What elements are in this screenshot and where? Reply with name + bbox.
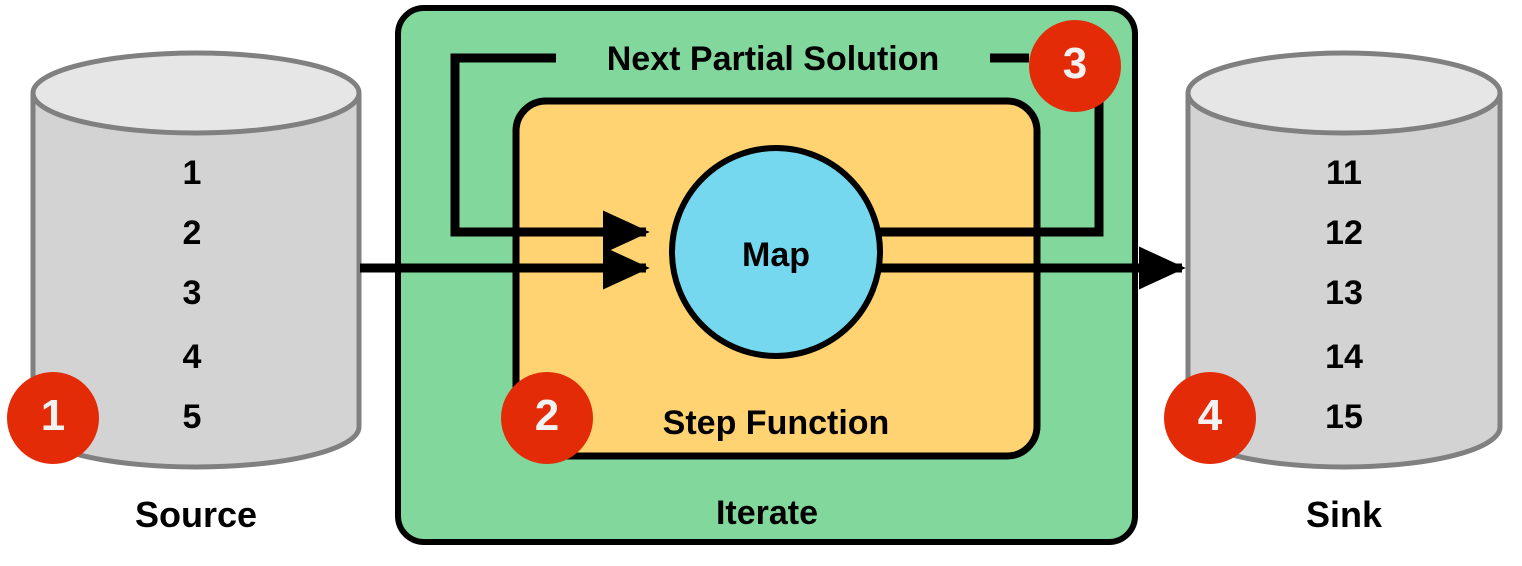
iterate-caption: Iterate xyxy=(715,494,819,532)
map-caption: Map xyxy=(742,236,810,274)
badge-1-circle[interactable] xyxy=(7,372,99,464)
sink-value: 15 xyxy=(1325,398,1363,436)
sink-cylinder xyxy=(1185,50,1503,470)
badge-2-label: 2 xyxy=(534,391,560,440)
badge-3-circle[interactable] xyxy=(1029,20,1121,112)
source-caption: Source xyxy=(134,494,258,535)
feedback-edge-right-riser xyxy=(880,66,1104,237)
badge-1-label: 1 xyxy=(40,391,66,440)
sink-caption: Sink xyxy=(1305,494,1383,535)
source-value: 5 xyxy=(182,398,202,436)
sink-value: 11 xyxy=(1326,154,1362,192)
badge-4-circle[interactable] xyxy=(1164,372,1256,464)
map-node xyxy=(669,145,883,359)
next-partial-solution-label: Next Partial Solution xyxy=(606,40,940,78)
source-cylinder xyxy=(30,50,362,470)
sink-value: 12 xyxy=(1325,214,1363,252)
source-value: 4 xyxy=(182,338,202,376)
source-value: 1 xyxy=(182,154,202,192)
badge-2-circle[interactable] xyxy=(501,372,593,464)
source-value: 3 xyxy=(182,274,202,312)
sink-value: 14 xyxy=(1325,338,1363,376)
source-value: 2 xyxy=(182,214,202,252)
badge-4-label: 4 xyxy=(1197,391,1223,440)
step-function-caption: Step Function xyxy=(662,404,890,442)
feedback-edge-left-descender xyxy=(450,53,650,254)
badge-3-label: 3 xyxy=(1062,39,1088,88)
sink-value: 13 xyxy=(1325,274,1363,312)
